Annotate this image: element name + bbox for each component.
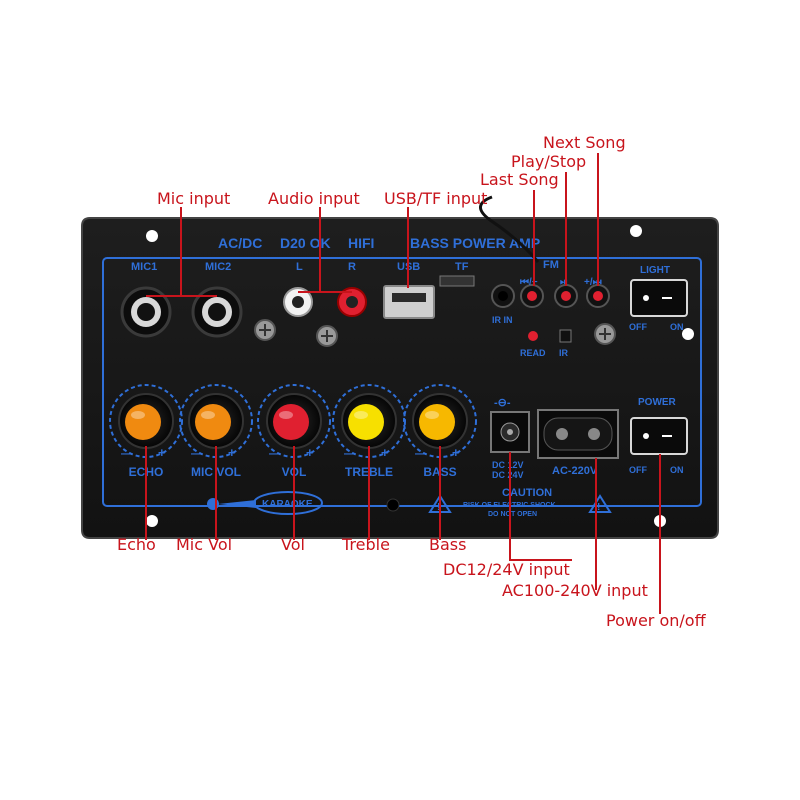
knob-minus-mark: — — [191, 448, 202, 460]
knob-minus-mark: — — [415, 448, 426, 460]
callout-ac-input: AC100-240V input — [502, 581, 648, 600]
mount-hole-tr — [630, 225, 642, 237]
label-prev-button: ⏮/− — [520, 277, 538, 288]
label-power: POWER — [638, 397, 677, 408]
knob-highlight — [201, 411, 215, 419]
power-switch[interactable] — [630, 417, 688, 455]
knob-cap — [125, 404, 161, 440]
knob-cap — [419, 404, 455, 440]
antenna-wire — [479, 195, 540, 263]
knob-highlight — [425, 411, 439, 419]
usb-port[interactable] — [383, 285, 435, 319]
knob-plus-mark: + — [381, 445, 389, 460]
callout-dc-input: DC12/24V input — [443, 560, 570, 579]
label-light: LIGHT — [640, 265, 670, 276]
knob-plus-mark: + — [452, 445, 460, 460]
label-light-off: OFF — [629, 322, 647, 332]
mount-hole-right — [682, 328, 694, 340]
rca-right-jack[interactable] — [337, 287, 367, 317]
label-power-off: OFF — [629, 465, 647, 475]
label-karaoke: KARAOKE — [262, 499, 313, 510]
header-acdc: AC/DC — [218, 235, 262, 251]
label-dc-line2: DC 24V — [492, 470, 524, 480]
svg-text:!: ! — [437, 502, 440, 513]
knob-minus-mark: — — [344, 448, 355, 460]
label-r: R — [348, 261, 356, 273]
knob-cap — [195, 404, 231, 440]
screw-middle — [316, 325, 338, 347]
callout-usb-tf-input: USB/TF input — [384, 189, 488, 208]
label-mic2: MIC2 — [205, 261, 231, 273]
label-next-button: +/⏭ — [584, 277, 602, 288]
ac-socket[interactable] — [537, 409, 619, 459]
knob-highlight — [279, 411, 293, 419]
mount-hole-bl — [146, 515, 158, 527]
label-power-on: ON — [670, 465, 684, 475]
knob-plus-mark: + — [228, 445, 236, 460]
dc-jack[interactable] — [490, 411, 530, 453]
last-song-button[interactable] — [520, 284, 544, 308]
svg-text:!: ! — [597, 502, 600, 513]
callout-play-stop: Play/Stop — [511, 152, 587, 171]
callout-vol: Vol — [281, 535, 305, 554]
ir-in-jack[interactable] — [491, 284, 515, 308]
header-d20ok: D20 OK — [280, 235, 331, 251]
callout-audio-input: Audio input — [268, 189, 360, 208]
knob-cap — [273, 404, 309, 440]
mic2-jack[interactable] — [191, 286, 243, 338]
knob-plus-mark: + — [158, 445, 166, 460]
knob-bass[interactable] — [403, 384, 477, 458]
label-fm: FM — [543, 259, 559, 271]
mount-hole-tl — [146, 230, 158, 242]
knob-minus-mark: — — [121, 448, 132, 460]
callout-mic-input: Mic input — [157, 189, 231, 208]
label-caution: CAUTION — [502, 487, 552, 499]
label-ir-in: IR IN — [492, 315, 513, 325]
callout-last-song: Last Song — [480, 170, 559, 189]
label-caution-line2: DO NOT OPEN — [488, 511, 537, 518]
label-ac: AC-220V — [552, 465, 598, 477]
header-bass-power-amp: BASS POWER AMP — [410, 235, 540, 251]
play-stop-button[interactable] — [554, 284, 578, 308]
knob-minus-mark: — — [269, 448, 280, 460]
label-ir: IR — [559, 348, 569, 358]
header-hifi: HIFI — [348, 235, 374, 251]
label-dc-line1: DC 12V — [492, 460, 524, 470]
callout-leaders — [145, 153, 661, 614]
screw-left — [254, 319, 276, 341]
knob-vol[interactable] — [257, 384, 331, 458]
knob-cap — [348, 404, 384, 440]
rca-left-jack[interactable] — [283, 287, 313, 317]
next-song-button[interactable] — [586, 284, 610, 308]
printed-border — [102, 257, 702, 507]
screw-right — [594, 323, 616, 345]
read-led — [528, 331, 538, 341]
label-l: L — [296, 261, 303, 273]
board-hole — [386, 498, 400, 512]
callout-echo: Echo — [117, 535, 156, 554]
knob-highlight — [131, 411, 145, 419]
leader-dc — [509, 452, 572, 561]
label-play-button: ⏯ — [560, 277, 568, 288]
ir-sensor — [559, 329, 572, 343]
label-light-on: ON — [670, 322, 684, 332]
knob-plus-mark: + — [306, 445, 314, 460]
callout-next-song: Next Song — [543, 133, 626, 152]
dc-polarity-symbol: -⊖- — [494, 397, 511, 409]
knob-highlight — [354, 411, 368, 419]
callout-bass: Bass — [429, 535, 467, 554]
label-tf: TF — [455, 261, 469, 273]
mic1-jack[interactable] — [120, 286, 172, 338]
label-mic1: MIC1 — [131, 261, 157, 273]
light-switch[interactable] — [630, 279, 688, 317]
knob-mic-vol[interactable] — [179, 384, 253, 458]
label-read: READ — [520, 348, 546, 358]
tf-card-slot[interactable] — [439, 275, 475, 287]
callout-power-on-off: Power on/off — [606, 611, 706, 630]
callout-treble: Treble — [342, 535, 390, 554]
karaoke-badge — [253, 491, 323, 515]
callout-mic-vol: Mic Vol — [176, 535, 233, 554]
